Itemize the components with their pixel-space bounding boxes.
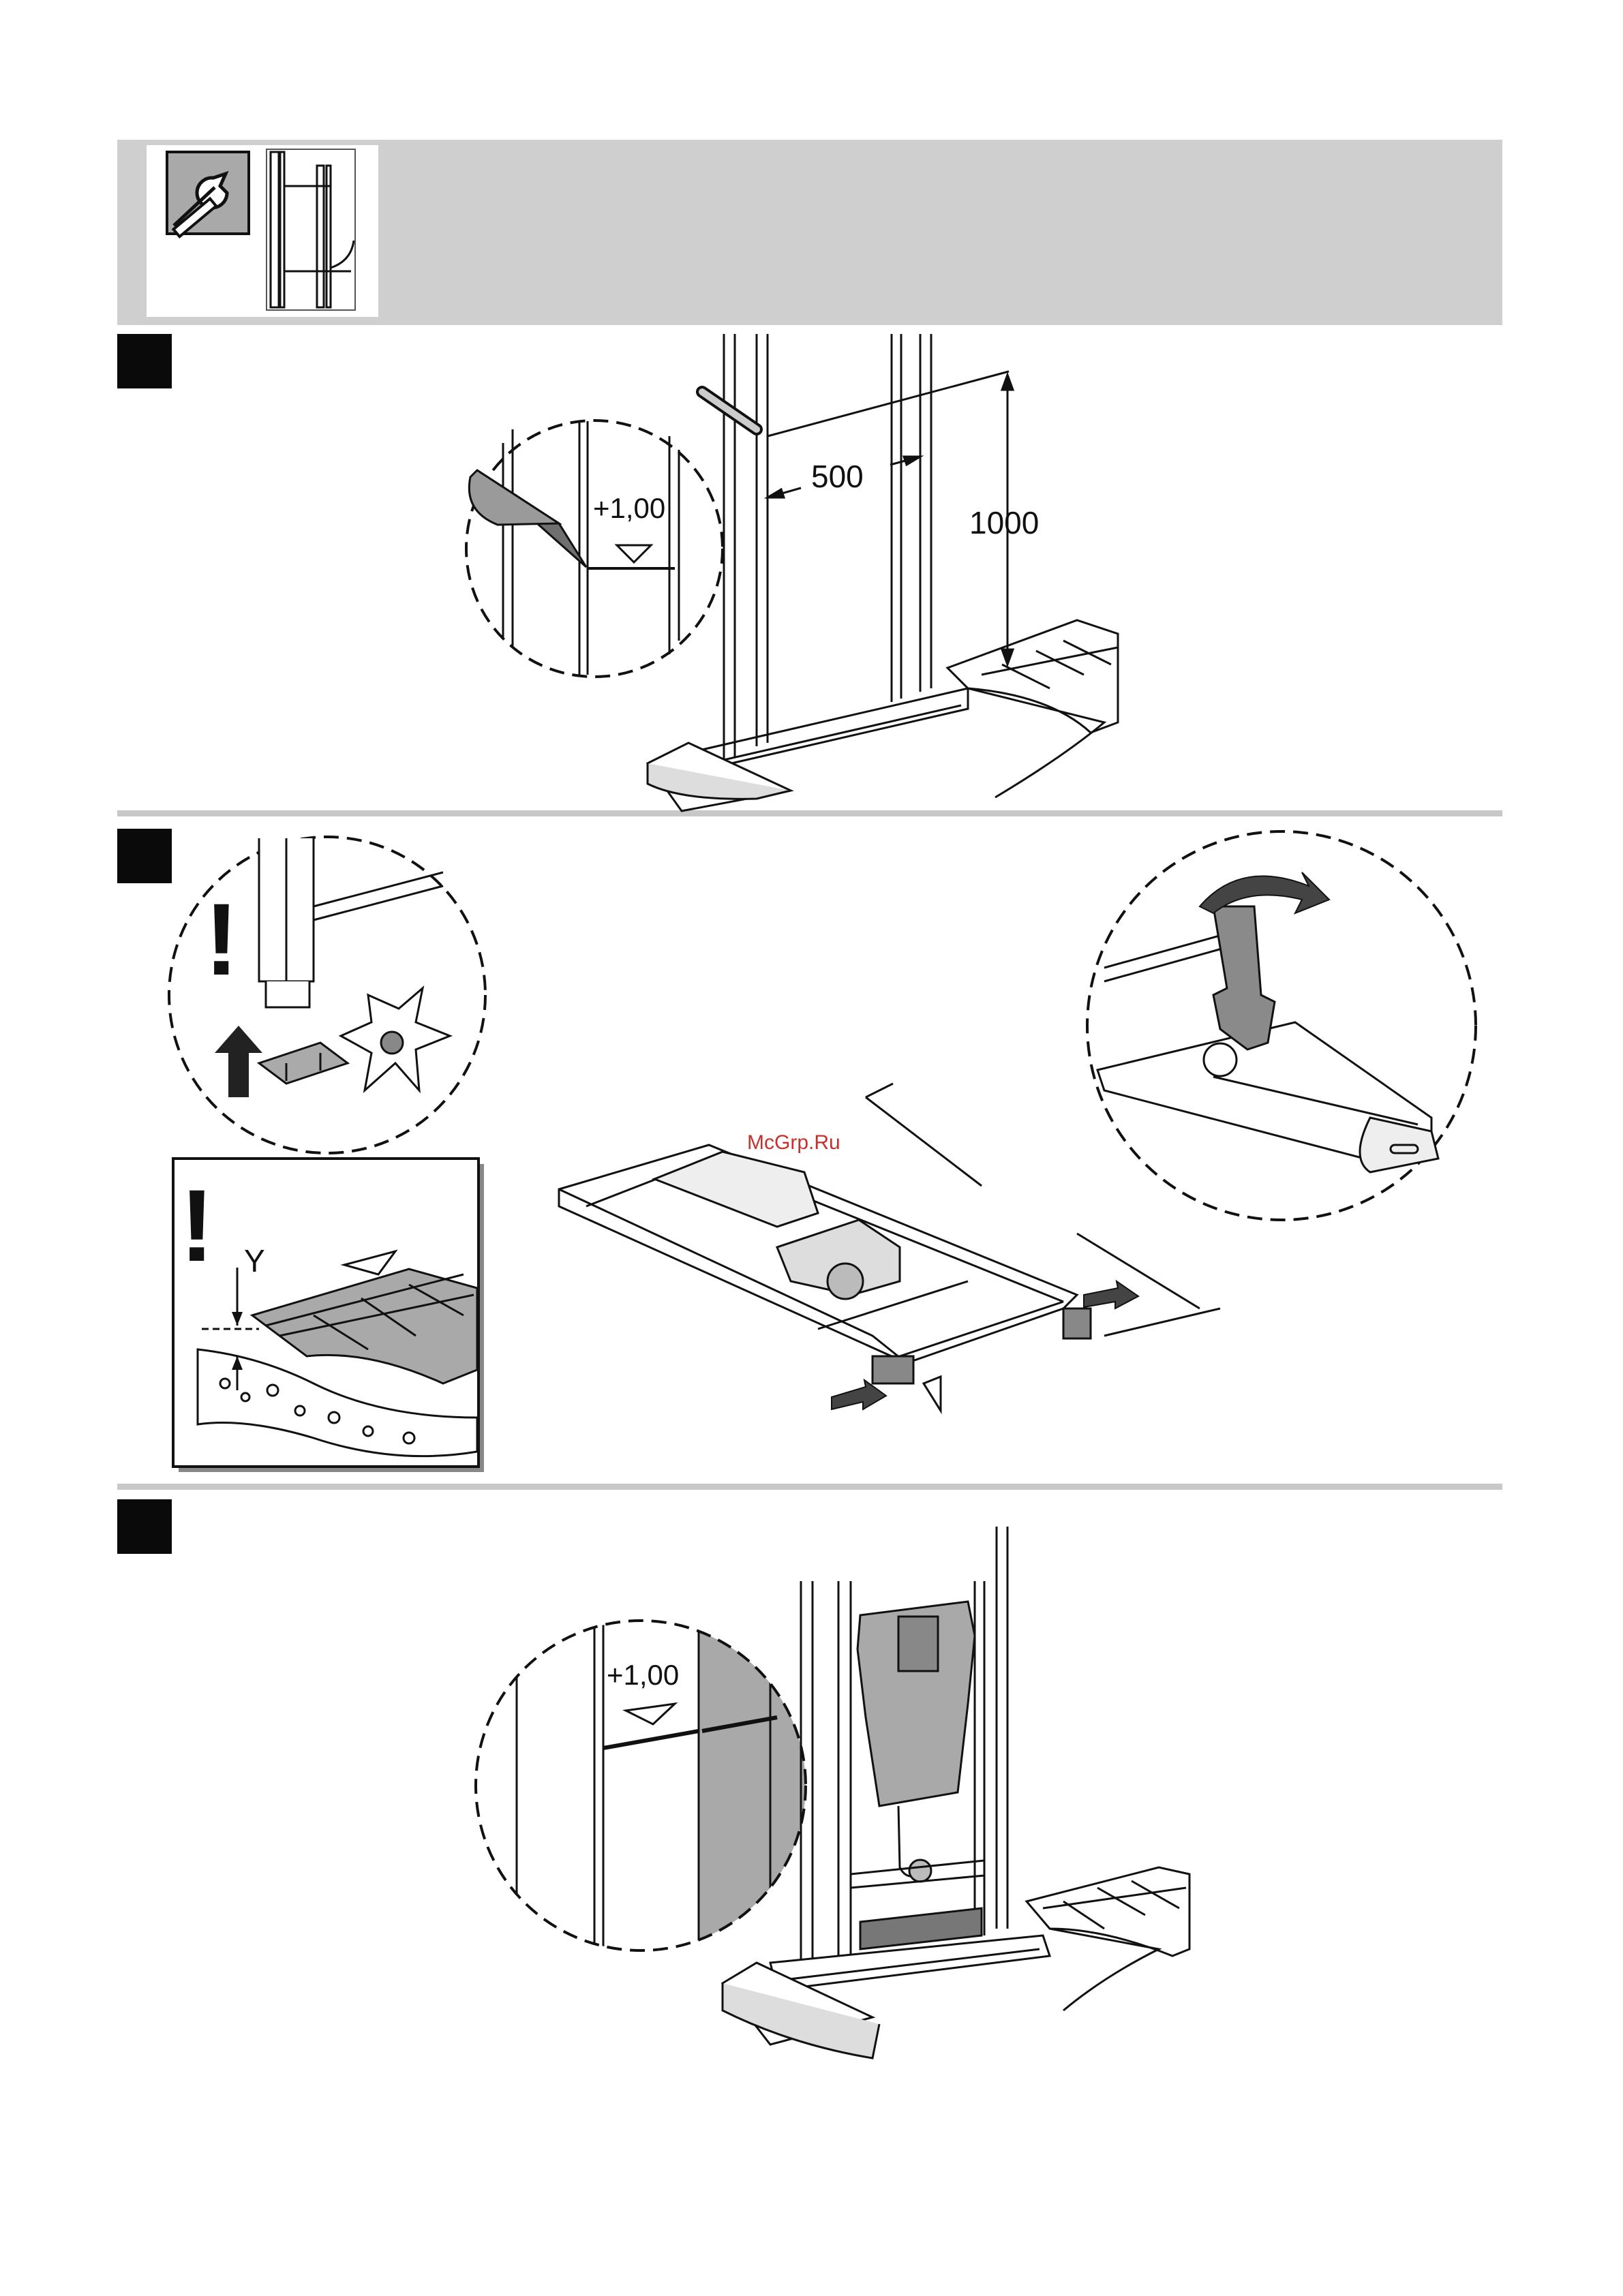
- spirit-level-icon: [702, 392, 757, 429]
- step2-wrench-detail-circle: [1087, 831, 1476, 1220]
- step2-warning-1: !: [204, 882, 239, 996]
- step-2-marker: [117, 829, 172, 883]
- header-icons: [147, 145, 378, 317]
- step2-warning-2: !: [180, 1168, 214, 1283]
- step3-frame: [770, 1527, 1050, 1990]
- step2-frame-flat: [559, 1145, 1091, 1411]
- step2-foot-detail-circle: [169, 837, 485, 1153]
- divider-1: [117, 810, 1502, 816]
- wall-frame-icon: [267, 149, 355, 310]
- step3-floor: [723, 1867, 1189, 2058]
- step-1-marker: [117, 334, 172, 388]
- adjust-arrows-icon: [832, 1281, 1138, 1409]
- step-3-marker: [117, 1499, 172, 1554]
- watermark: McGrp.Ru: [747, 1131, 840, 1154]
- icon-panel: [147, 145, 378, 317]
- step3-level-label: +1,00: [607, 1659, 679, 1692]
- divider-2: [117, 1484, 1502, 1490]
- pencil-icon: [469, 470, 586, 567]
- step1-height-dimension: 1000: [969, 504, 1039, 541]
- step1-detail-circle: [466, 420, 723, 677]
- step2-dimensions: [866, 1084, 1220, 1336]
- step1-width-dimension: 500: [811, 458, 864, 495]
- step1-floor: [648, 620, 1118, 811]
- step1-level-label: +1,00: [593, 492, 665, 525]
- step2-tile-detail-box: [173, 1159, 484, 1472]
- wrench-icon: [167, 152, 249, 236]
- step2-tile-offset-label: Y: [244, 1242, 265, 1279]
